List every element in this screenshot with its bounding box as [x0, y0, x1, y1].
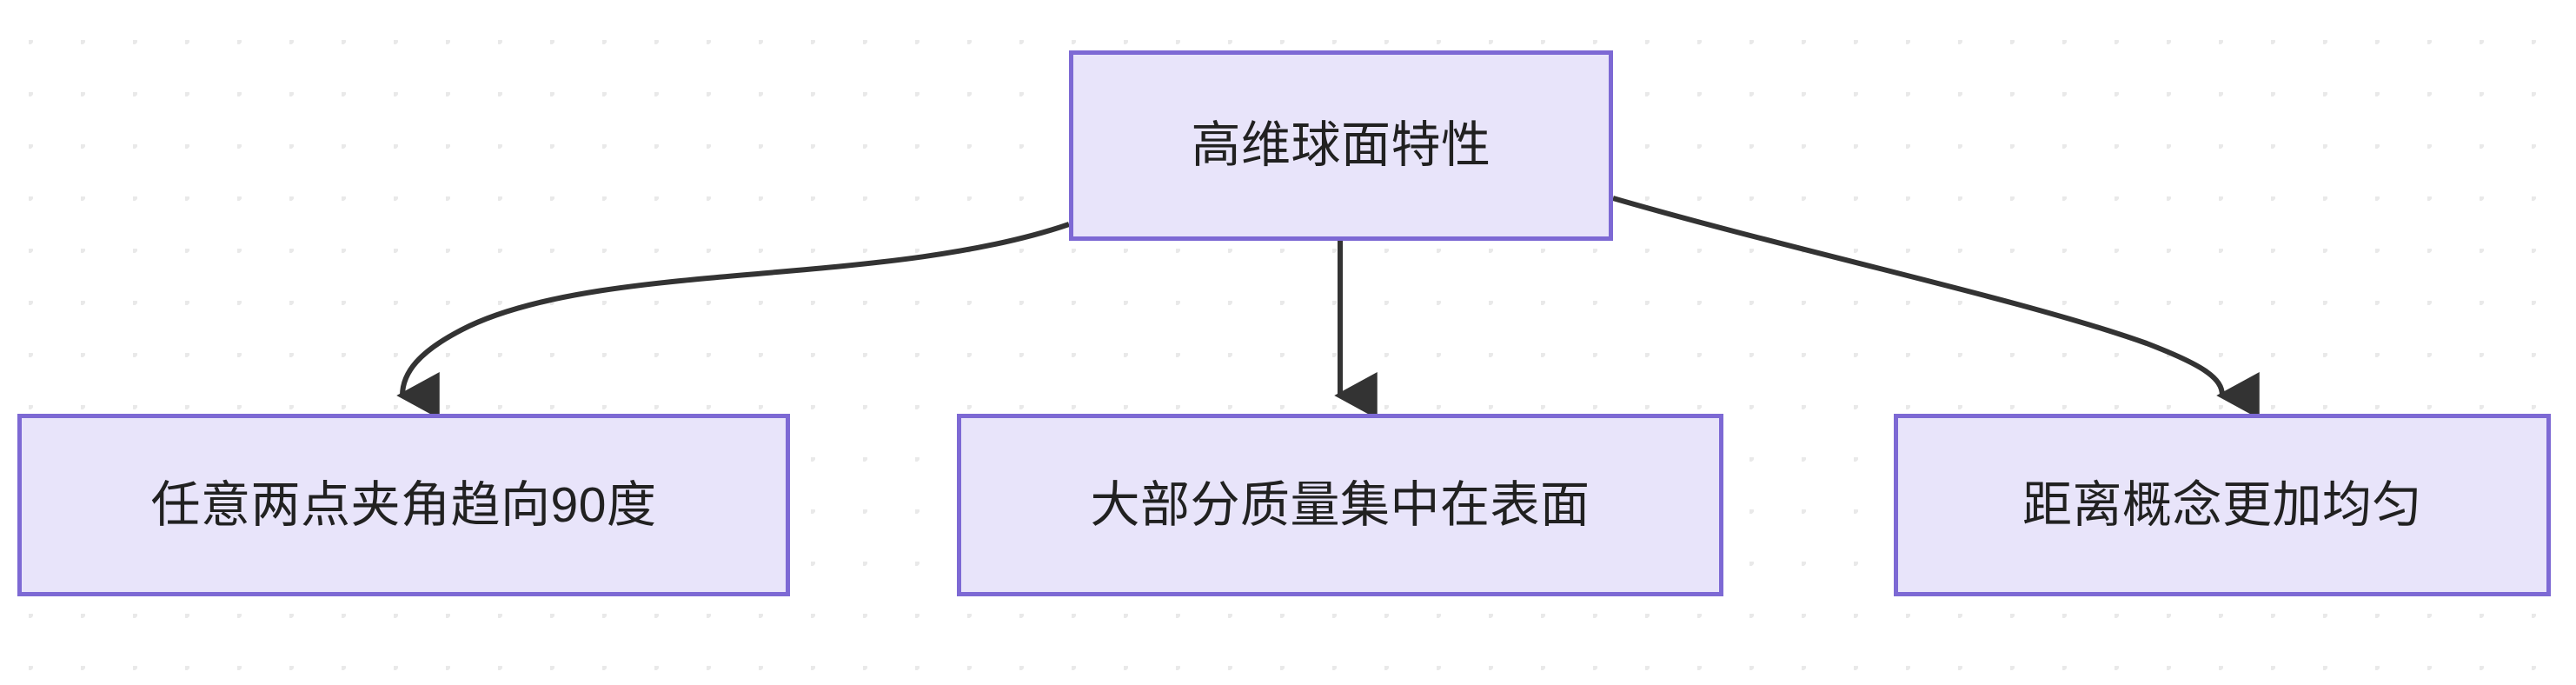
- node-middle-label: 大部分质量集中在表面: [1090, 476, 1590, 533]
- node-left-label: 任意两点夹角趋向90度: [150, 476, 657, 533]
- node-angle-tends-90[interactable]: 任意两点夹角趋向90度: [17, 414, 790, 596]
- edge-root-right: [1612, 196, 2260, 419]
- node-distance-uniform[interactable]: 距离概念更加均匀: [1894, 414, 2551, 596]
- node-mass-on-surface[interactable]: 大部分质量集中在表面: [957, 414, 1723, 596]
- node-root[interactable]: 高维球面特性: [1069, 50, 1613, 241]
- node-root-label: 高维球面特性: [1191, 117, 1491, 174]
- edge-root-left: [396, 222, 1070, 420]
- node-right-label: 距离概念更加均匀: [2022, 476, 2422, 533]
